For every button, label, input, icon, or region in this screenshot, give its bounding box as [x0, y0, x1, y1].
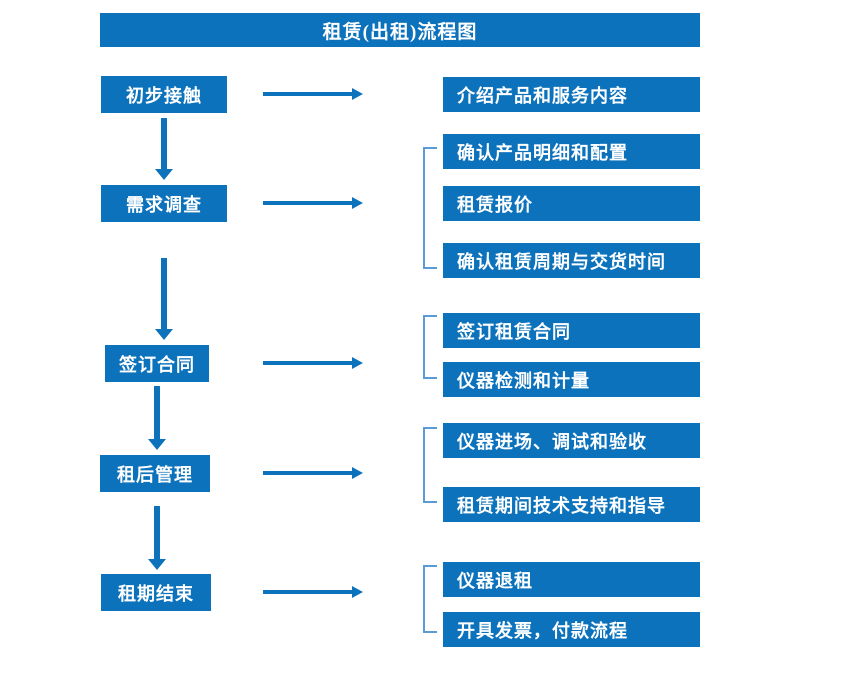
group-bracket-租期结束: [423, 565, 437, 633]
detail-box-仪器进场调试和验收[interactable]: 仪器进场、调试和验收: [443, 423, 700, 458]
flowchart-title: 租赁(出租)流程图: [100, 13, 700, 47]
detail-box-介绍产品和服务内容[interactable]: 介绍产品和服务内容: [443, 77, 700, 112]
detail-box-租赁期间技术支持和指导[interactable]: 租赁期间技术支持和指导: [443, 487, 700, 522]
group-bracket-租后管理: [423, 427, 437, 503]
stage-box-签订合同[interactable]: 签订合同: [105, 345, 209, 382]
horizontal-arrow-2: [263, 197, 363, 209]
vertical-arrow-2: [155, 258, 173, 340]
detail-box-仪器检测和计量[interactable]: 仪器检测和计量: [443, 362, 700, 397]
group-bracket-需求调查: [423, 147, 437, 269]
stage-box-需求调查[interactable]: 需求调查: [101, 185, 227, 222]
detail-box-开具发票付款流程[interactable]: 开具发票，付款流程: [443, 612, 700, 647]
horizontal-arrow-4: [263, 467, 363, 479]
vertical-arrow-3: [148, 386, 166, 450]
detail-box-仪器退租[interactable]: 仪器退租: [443, 562, 700, 597]
stage-box-初步接触[interactable]: 初步接触: [101, 76, 227, 113]
stage-box-租期结束[interactable]: 租期结束: [101, 574, 211, 611]
detail-box-确认产品明细和配置[interactable]: 确认产品明细和配置: [443, 134, 700, 169]
detail-box-签订租赁合同[interactable]: 签订租赁合同: [443, 313, 700, 348]
vertical-arrow-4: [148, 506, 166, 570]
horizontal-arrow-5: [263, 586, 363, 598]
detail-box-确认租赁周期与交货时间[interactable]: 确认租赁周期与交货时间: [443, 243, 700, 278]
detail-box-租赁报价[interactable]: 租赁报价: [443, 186, 700, 221]
horizontal-arrow-1: [263, 88, 363, 100]
stage-box-租后管理[interactable]: 租后管理: [100, 455, 210, 492]
group-bracket-签订合同: [423, 315, 437, 379]
vertical-arrow-1: [155, 118, 173, 180]
horizontal-arrow-3: [263, 357, 363, 369]
